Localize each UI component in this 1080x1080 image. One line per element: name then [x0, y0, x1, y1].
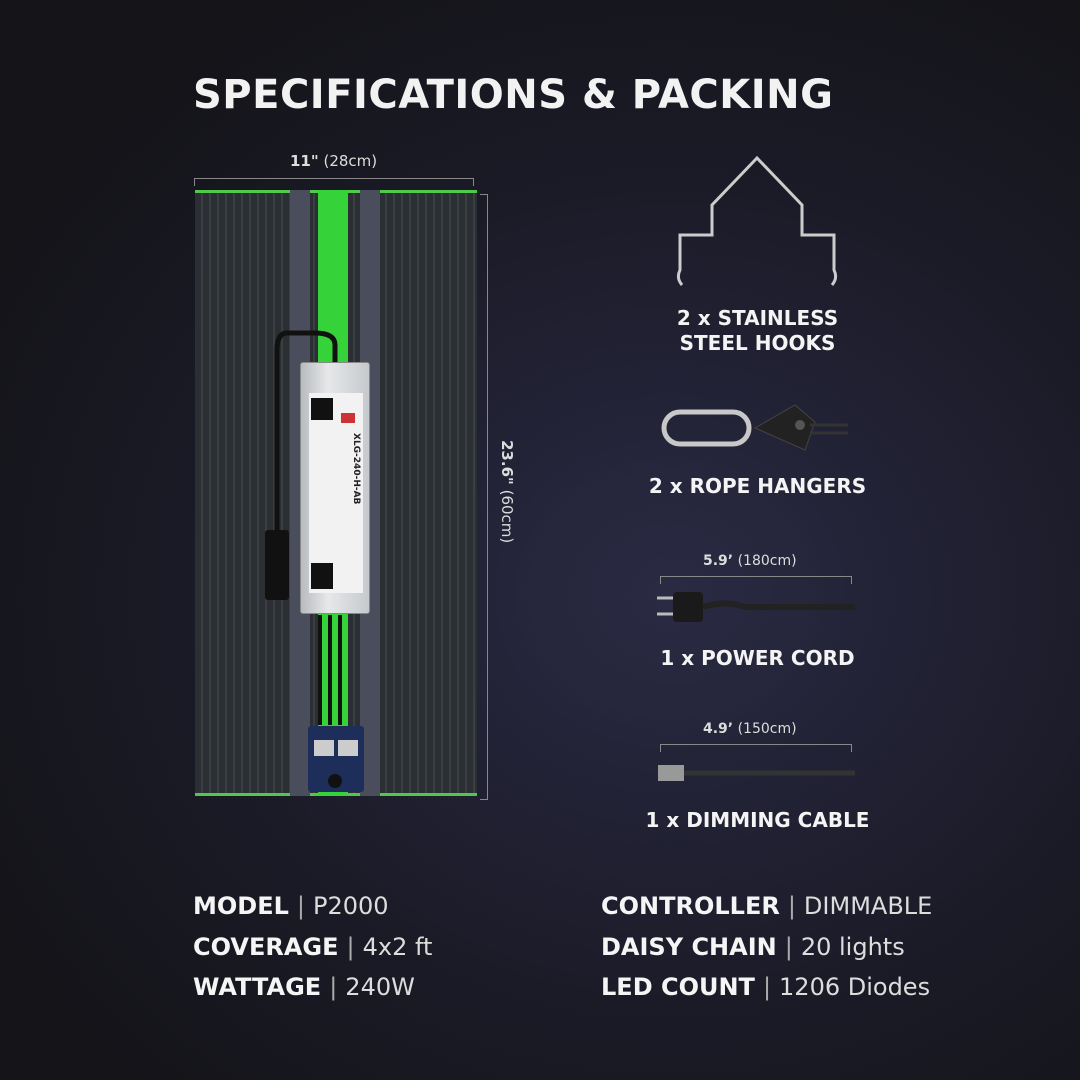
height-dimension: 23.6" (60cm)	[498, 440, 516, 543]
width-value: 11"	[290, 152, 319, 170]
specs-right: CONTROLLER|DIMMABLE DAISY CHAIN|20 light…	[601, 892, 932, 1001]
height-unit: (60cm)	[498, 489, 516, 544]
spec-wattage: WATTAGE|240W	[193, 973, 415, 1001]
height-bracket	[480, 194, 488, 800]
power-driver: XLG-240-H-AB	[300, 362, 370, 614]
dimming-cable-icon	[658, 765, 855, 781]
driver-cable-icon	[265, 330, 342, 725]
spec-controller: CONTROLLER|DIMMABLE	[601, 892, 933, 920]
spec-daisy-chain: DAISY CHAIN|20 lights	[601, 932, 905, 961]
height-value: 23.6"	[498, 440, 516, 485]
control-box	[308, 726, 364, 792]
rope-hanger-icon	[661, 404, 848, 451]
width-dimension: 11" (28cm)	[290, 152, 377, 170]
power-cord-label: 1 x POWER CORD	[660, 646, 855, 670]
dimming-cable-bracket	[660, 744, 852, 752]
width-bracket	[194, 178, 474, 186]
specs-left: MODEL|P2000 COVERAGE|4x2 ft WATTAGE|240W	[193, 892, 432, 1001]
power-cord-length: 5.9’ (180cm)	[703, 553, 797, 569]
power-cord-bracket	[660, 576, 852, 584]
width-unit: (28cm)	[323, 152, 378, 170]
spec-led-count: LED COUNT|1206 Diodes	[601, 973, 931, 1001]
dimming-cable-length: 4.9’ (150cm)	[703, 721, 797, 737]
spec-model: MODEL|P2000	[193, 892, 389, 920]
power-cord-icon	[657, 592, 855, 622]
spec-coverage: COVERAGE|4x2 ft	[193, 932, 433, 961]
page-title: SPECIFICATIONS & PACKING	[193, 72, 834, 118]
panel-rail-right	[360, 190, 380, 796]
dimming-cable-label: 1 x DIMMING CABLE	[645, 808, 870, 832]
driver-model-label: XLG-240-H-AB	[351, 433, 361, 505]
rope-hangers-label: 2 x ROPE HANGERS	[648, 474, 867, 498]
hook-icon	[676, 155, 838, 286]
